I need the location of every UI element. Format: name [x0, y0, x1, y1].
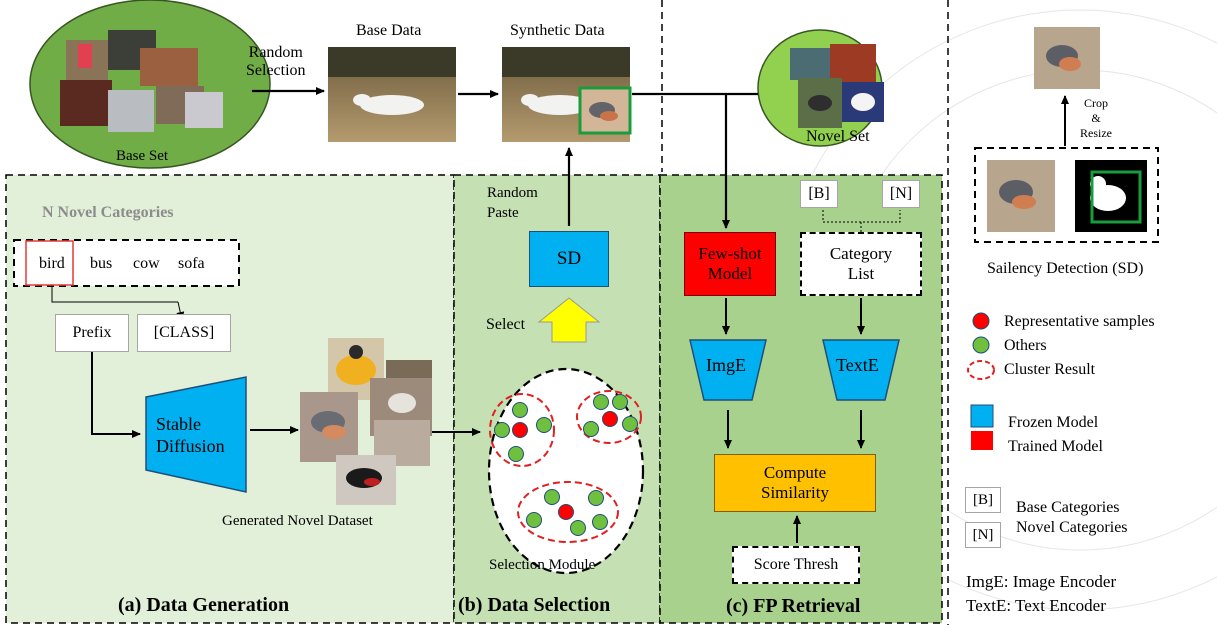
class-box: [CLASS]: [137, 314, 231, 352]
legend-texte-definition: TextE: Text Encoder: [966, 596, 1106, 615]
cluster-group-1: [489, 393, 555, 467]
category-bracket: [822, 210, 901, 223]
imge-encoder-shape: [689, 339, 767, 401]
score-thresh-box: Score Thresh: [732, 546, 860, 584]
select-label: Select: [486, 316, 526, 333]
category-list-box: Category List: [800, 232, 922, 296]
select-arrow: [537, 297, 601, 343]
novel-categories-heading: N Novel Categories: [42, 204, 174, 221]
legend-trained-swatch: [971, 431, 993, 450]
novel-set-label: Novel Set: [806, 128, 870, 145]
novel-set-ellipse: [757, 29, 884, 147]
imge-label: ImgE: [706, 355, 746, 375]
novel-categories-box: [13, 239, 240, 287]
novel-tag: [N]: [882, 180, 920, 208]
stable-diffusion-shape: [145, 376, 247, 493]
category-bus: bus: [90, 255, 113, 272]
legend-others-dot: [972, 336, 990, 354]
legend-frozen: Frozen Model: [1008, 414, 1099, 431]
panel-b-title: (b) Data Selection: [458, 594, 611, 616]
category-bird: bird: [39, 255, 65, 272]
base-data-image: [328, 47, 456, 142]
synthetic-data-label: Synthetic Data: [510, 22, 605, 39]
panel-c-title: (c) FP Retrieval: [726, 595, 861, 617]
legend-imge-definition: ImgE: Image Encoder: [966, 572, 1117, 591]
random-paste-label: Random Paste: [487, 185, 538, 222]
legend-cluster-ring: [967, 360, 995, 380]
category-cow: cow: [133, 255, 160, 272]
stable-diffusion-label: Stable Diffusion: [156, 414, 225, 456]
legend-novel-categories: Novel Categories: [1016, 519, 1128, 536]
texte-label: TextE: [836, 355, 879, 375]
category-sofa: sofa: [178, 255, 205, 272]
base-set-label: Base Set: [116, 148, 169, 164]
base-set-ellipse: [29, 0, 271, 169]
sd-saliency-mask: [1075, 160, 1147, 232]
legend-representative-dot: [972, 312, 990, 330]
compute-similarity-box: Compute Similarity: [714, 454, 876, 512]
sd-caption: Sailency Detection (SD): [987, 260, 1144, 277]
legend-base-categories: Base Categories: [1016, 499, 1120, 516]
cropped-bird-image: [1034, 27, 1100, 89]
generated-dataset-label: Generated Novel Dataset: [222, 513, 373, 529]
panel-a-title: (a) Data Generation: [118, 594, 290, 616]
few-shot-model-box: Few-shot Model: [684, 232, 776, 296]
texte-encoder-shape: [822, 339, 900, 401]
crop-resize-label: Crop & Resize: [1080, 96, 1112, 140]
legend-others: Others: [1004, 337, 1047, 354]
sd-input-image: [987, 160, 1055, 232]
legend-frozen-swatch: [970, 404, 994, 428]
sd-box-label: SD: [529, 231, 609, 287]
base-data-label: Base Data: [356, 22, 422, 39]
bird-to-class-line: [51, 286, 178, 303]
generated-dataset-images: [300, 338, 432, 505]
random-selection-label: Random Selection: [246, 44, 306, 79]
legend-base-tag: [B]: [965, 487, 1001, 513]
cluster-group-3: [517, 481, 619, 543]
arrow-prefix-to-sd: [91, 352, 141, 438]
bird-highlight: [25, 240, 74, 286]
base-tag: [B]: [800, 180, 838, 208]
cluster-group-2: [576, 390, 642, 444]
selection-module-label: Selection Module: [489, 557, 596, 573]
legend-representative: Representative samples: [1004, 313, 1155, 330]
legend-novel-tag: [N]: [965, 522, 1001, 548]
legend-cluster: Cluster Result: [1004, 361, 1096, 378]
prefix-box: Prefix: [55, 314, 129, 352]
legend-trained: Trained Model: [1008, 438, 1103, 455]
synthetic-data-image: [502, 47, 632, 142]
